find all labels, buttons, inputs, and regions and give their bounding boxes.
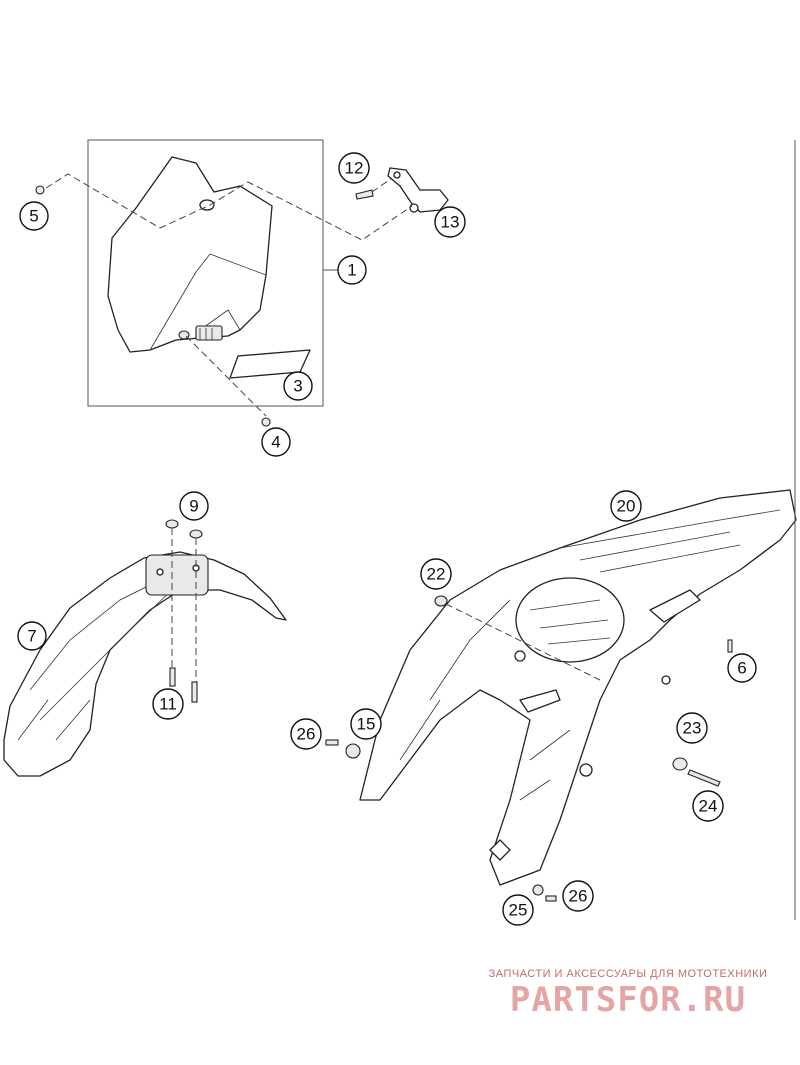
svg-text:12: 12 — [345, 159, 364, 178]
svg-text:26: 26 — [297, 725, 316, 744]
watermark-caption: ЗАПЧАСТИ И АКСЕССУАРЫ ДЛЯ МОТОТЕХНИКИ — [488, 968, 768, 980]
callout-7: 7 — [17, 621, 47, 651]
svg-text:4: 4 — [271, 433, 280, 452]
callout-23: 23 — [676, 712, 708, 744]
nut-23 — [672, 757, 688, 771]
leader-12 — [371, 177, 393, 193]
svg-text:5: 5 — [29, 207, 38, 226]
screw-26-right — [545, 895, 557, 902]
callout-22: 22 — [420, 558, 452, 590]
callout-3: 3 — [283, 371, 313, 401]
fender-bolt-right — [191, 681, 198, 703]
leader-4 — [185, 335, 267, 417]
callout-24: 24 — [692, 790, 724, 822]
callout-9: 9 — [179, 491, 209, 521]
callout-15: 15 — [350, 708, 382, 740]
svg-text:23: 23 — [683, 719, 702, 738]
svg-text:11: 11 — [159, 695, 177, 714]
watermark-logo: PARTSFOR.RU — [509, 980, 747, 1020]
svg-text:15: 15 — [357, 715, 376, 734]
svg-text:25: 25 — [509, 901, 528, 920]
svg-text:20: 20 — [617, 497, 636, 516]
callout-12: 12 — [338, 152, 370, 184]
fender-bolt-left — [169, 667, 176, 687]
number-plate-sticker — [229, 349, 311, 379]
screw-24 — [687, 769, 721, 787]
callout-26-left: 26 — [290, 718, 322, 750]
svg-text:22: 22 — [427, 565, 446, 584]
svg-text:3: 3 — [293, 377, 302, 396]
callout-11: 11 — [152, 688, 184, 720]
number-plate — [107, 156, 273, 353]
callout-6: 6 — [727, 653, 757, 683]
screw-12 — [355, 189, 374, 200]
callout-4: 4 — [261, 427, 291, 457]
callout-26-right: 26 — [562, 880, 594, 912]
callout-25: 25 — [502, 894, 534, 926]
callout-5: 5 — [19, 201, 49, 231]
number-plate-group-frame — [87, 139, 324, 407]
leader-5 — [45, 173, 413, 241]
svg-text:6: 6 — [737, 659, 746, 678]
svg-text:26: 26 — [569, 887, 588, 906]
fender-nut-right — [189, 529, 203, 539]
callout-20: 20 — [610, 490, 642, 522]
callout-13: 13 — [434, 206, 466, 238]
svg-text:24: 24 — [699, 797, 718, 816]
screw-6 — [727, 639, 733, 653]
callout-1: 1 — [337, 255, 367, 285]
number-plate-bracket — [387, 167, 449, 213]
fender-nut-left — [165, 519, 179, 529]
grommet-22 — [434, 595, 448, 607]
leader-22 — [445, 603, 601, 681]
svg-text:13: 13 — [441, 213, 460, 232]
svg-text:7: 7 — [27, 627, 36, 646]
svg-text:1: 1 — [347, 261, 356, 280]
rear-fender — [359, 489, 797, 886]
screw-5 — [35, 185, 45, 195]
svg-text:9: 9 — [189, 497, 198, 516]
washer-15 — [345, 743, 361, 759]
front-fender — [3, 551, 287, 777]
washer-25 — [532, 884, 544, 896]
watermark: ЗАПЧАСТИ И АКСЕССУАРЫ ДЛЯ МОТОТЕХНИКИ PA… — [478, 968, 778, 1020]
screw-4 — [261, 417, 271, 427]
screw-26-left — [325, 739, 339, 746]
